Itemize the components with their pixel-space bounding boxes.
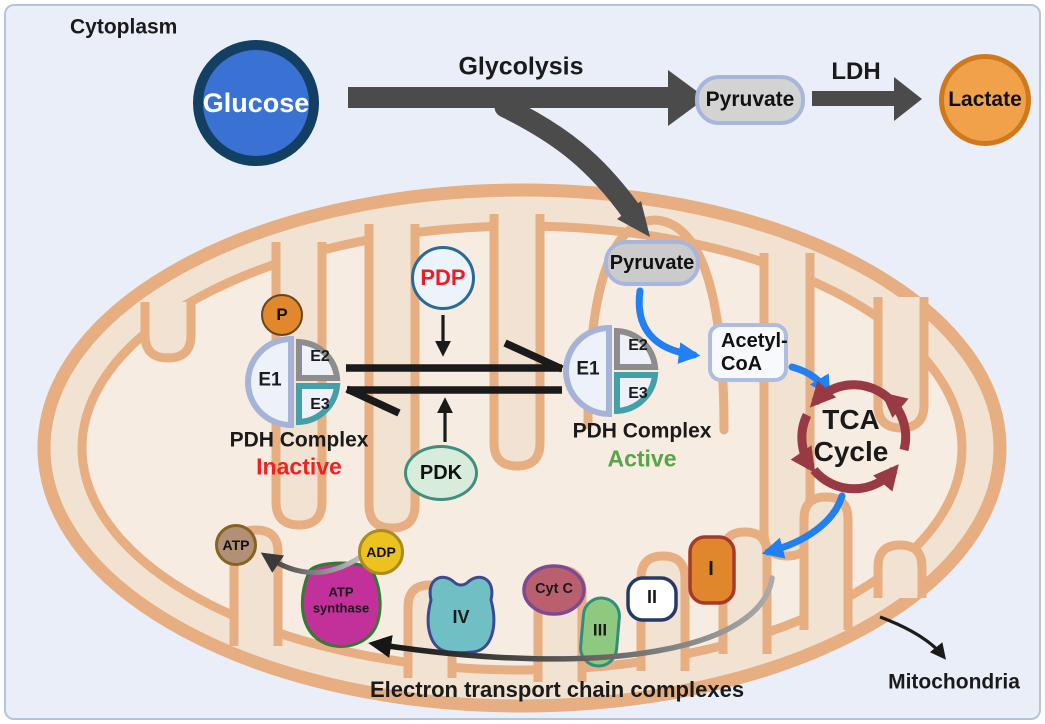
pdh-active-e1-label: E1: [576, 358, 600, 380]
pdh-inactive-pie: [245, 335, 341, 429]
cytc-label: Cyt C: [535, 581, 573, 598]
pdp-node: PDP: [411, 246, 475, 310]
pdh-active-state: Active: [607, 445, 677, 472]
tca-arc: [881, 392, 911, 452]
pdh-active-pie: [563, 324, 659, 418]
ldh-arrow: [812, 77, 922, 121]
pyruvate-mitochondria-node: Pyruvate: [604, 240, 700, 286]
pyruvate-cytoplasm-node: Pyruvate: [695, 75, 805, 125]
phosphate-node: P: [261, 294, 303, 336]
tca-cycle-arrows: [790, 380, 911, 494]
pdh-inactive-name: PDH Complex: [229, 428, 369, 452]
pdh-e2-segment: [614, 327, 659, 370]
pdh-inactive-state: Inactive: [256, 453, 342, 480]
pyruvate-to-acetylcoa-arrow: [635, 287, 701, 364]
pdh-active-name: PDH Complex: [572, 419, 712, 443]
complex2-label: II: [646, 587, 658, 608]
glycolysis-arrow: [348, 70, 706, 126]
tca-to-complex1-arrow: [761, 492, 846, 559]
lactate-node: Lactate: [939, 54, 1031, 146]
glycolysis-branch-arrowhead: [617, 201, 650, 237]
crista: [489, 214, 545, 471]
atp-node: ATP: [215, 524, 257, 566]
tca-arc: [810, 464, 899, 494]
crista: [140, 302, 196, 363]
equilibrium-arrows: [345, 339, 564, 417]
mitochondria-label: Mitochondria: [888, 670, 1020, 694]
crista: [364, 224, 420, 533]
complex3-shape: [579, 596, 621, 668]
glycolysis-branch-arrow: [494, 96, 644, 225]
acetyl-coa-node: Acetyl-CoA: [708, 323, 788, 382]
pdh-e1-segment: [563, 324, 612, 418]
pdh-e1-segment: [245, 335, 294, 429]
acetyl-coa-label: Acetyl-CoA: [721, 329, 788, 375]
complex2-shape: [626, 576, 678, 622]
tca-arc: [790, 413, 816, 474]
glucose-node: Glucose: [193, 40, 319, 166]
pdh-active-e2-label: E2: [628, 337, 648, 355]
equilibrium-arrow-reverse: [345, 385, 562, 417]
complex4-label: IV: [452, 607, 470, 628]
pdh-e3-segment: [296, 383, 341, 426]
pdh-inactive-e1-label: E1: [258, 369, 282, 391]
equilibrium-arrow-forward: [346, 339, 564, 373]
pdh-inactive-e2-label: E2: [310, 348, 330, 366]
pdk-node: PDK: [404, 445, 478, 501]
pdh-e3-segment: [614, 372, 659, 415]
cytc-shape: [522, 564, 586, 616]
adp-node: ADP: [358, 529, 404, 575]
etc-swoop-arrow: [368, 575, 775, 662]
pdh-e2-segment: [296, 338, 341, 381]
etc-caption: Electron transport chain complexes: [369, 676, 745, 702]
cytoplasm-label: Cytoplasm: [70, 15, 178, 39]
mitochondria-pointer-arrow: [879, 615, 946, 660]
complex1-shape: [688, 535, 736, 605]
complex1-label: I: [708, 558, 714, 580]
complex3-label: III: [592, 620, 608, 640]
crista: [873, 540, 927, 598]
pdh-inactive-e3-label: E3: [310, 396, 330, 414]
glycolysis-label: Glycolysis: [458, 52, 584, 81]
pdh-active-e3-label: E3: [628, 385, 648, 403]
ldh-label: LDH: [831, 57, 881, 85]
adp-to-atp-arrow: [260, 552, 365, 575]
